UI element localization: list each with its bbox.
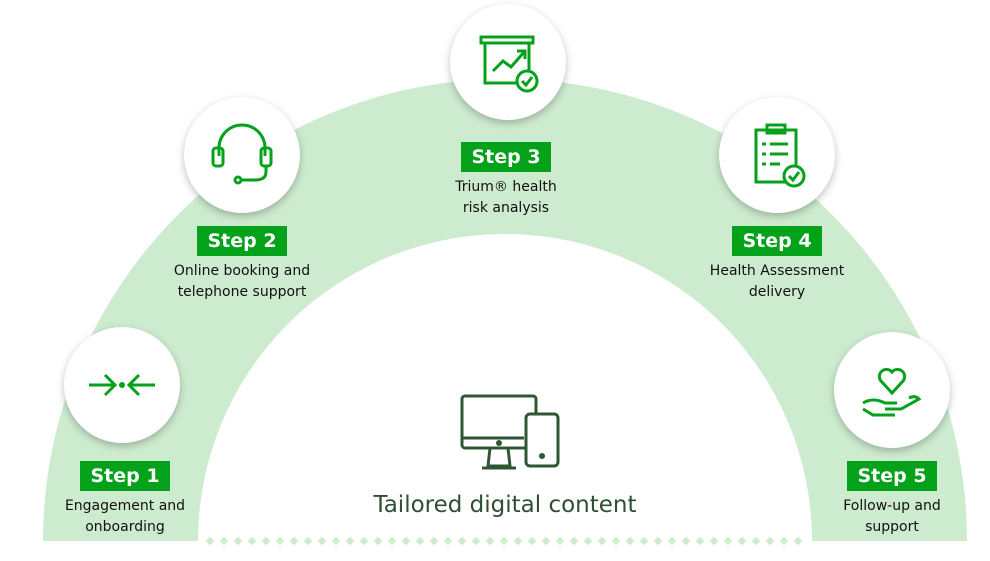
baseline-dot xyxy=(401,536,411,546)
baseline-dot xyxy=(639,536,649,546)
baseline-dot xyxy=(499,536,509,546)
chart-board-check-icon xyxy=(479,35,539,93)
dotted-baseline xyxy=(205,536,803,546)
baseline-dot xyxy=(737,536,747,546)
baseline-dot xyxy=(275,536,285,546)
baseline-dot xyxy=(527,536,537,546)
baseline-dot xyxy=(513,536,523,546)
baseline-dot xyxy=(709,536,719,546)
baseline-dot xyxy=(485,536,495,546)
headset-icon xyxy=(211,123,273,185)
clipboard-check-icon xyxy=(754,123,806,188)
baseline-dot xyxy=(303,536,313,546)
baseline-dot xyxy=(597,536,607,546)
baseline-dot xyxy=(625,536,635,546)
desktop-tablet-icon xyxy=(460,394,560,470)
baseline-dot xyxy=(317,536,327,546)
baseline-dot xyxy=(779,536,789,546)
center-title: Tailored digital content xyxy=(373,492,637,518)
baseline-dot xyxy=(667,536,677,546)
baseline-dot xyxy=(681,536,691,546)
baseline-dot xyxy=(471,536,481,546)
baseline-dot xyxy=(723,536,733,546)
baseline-dot xyxy=(429,536,439,546)
baseline-dot xyxy=(219,536,229,546)
baseline-dot xyxy=(751,536,761,546)
baseline-dot xyxy=(359,536,369,546)
baseline-dot xyxy=(345,536,355,546)
baseline-dot xyxy=(695,536,705,546)
baseline-dot xyxy=(793,536,803,546)
baseline-dot xyxy=(541,536,551,546)
baseline-dot xyxy=(373,536,383,546)
step-3-icon-circle xyxy=(450,4,566,120)
baseline-dot xyxy=(233,536,243,546)
converging-arrows-icon xyxy=(89,373,155,397)
baseline-dot xyxy=(457,536,467,546)
baseline-dot xyxy=(205,536,215,546)
baseline-dot xyxy=(653,536,663,546)
baseline-dot xyxy=(247,536,257,546)
baseline-dot xyxy=(765,536,775,546)
step-badge: Step 1 xyxy=(80,461,170,491)
heart-hand-icon xyxy=(862,367,922,417)
baseline-dot xyxy=(583,536,593,546)
step-2-icon-circle xyxy=(184,97,300,213)
baseline-dot xyxy=(569,536,579,546)
step-badge: Step 3 xyxy=(461,142,551,172)
step-badge: Step 5 xyxy=(847,461,937,491)
baseline-dot xyxy=(415,536,425,546)
step-4-icon-circle xyxy=(719,97,835,213)
baseline-dot xyxy=(387,536,397,546)
step-1-icon-circle xyxy=(64,327,180,443)
baseline-dot xyxy=(331,536,341,546)
step-5-icon-circle xyxy=(834,332,950,448)
step-badge: Step 2 xyxy=(197,226,287,256)
step-badge: Step 4 xyxy=(732,226,822,256)
baseline-dot xyxy=(261,536,271,546)
baseline-dot xyxy=(289,536,299,546)
baseline-dot xyxy=(555,536,565,546)
baseline-dot xyxy=(443,536,453,546)
baseline-dot xyxy=(611,536,621,546)
